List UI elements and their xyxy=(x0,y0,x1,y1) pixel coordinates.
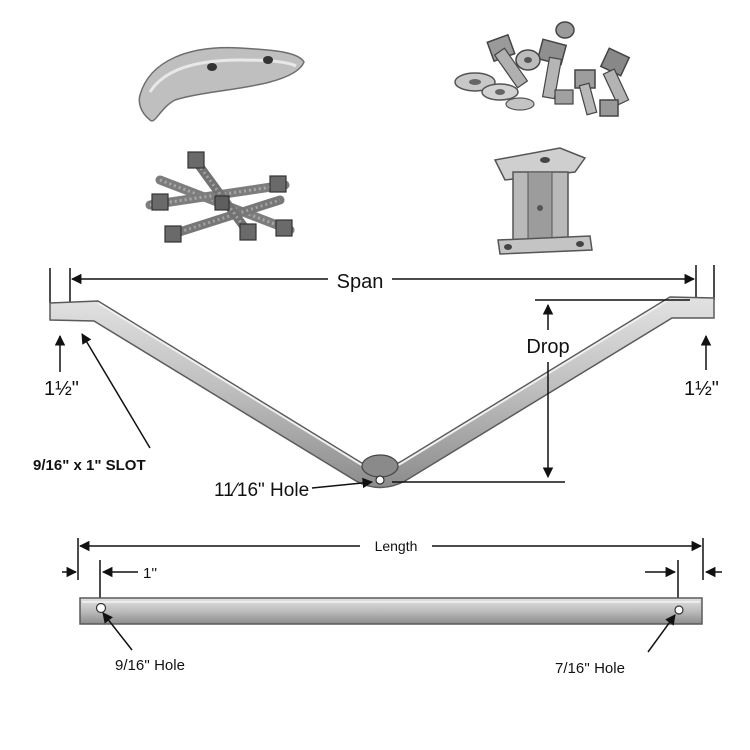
drop-label: Drop xyxy=(526,336,569,358)
v-brace-diagram: Span Drop 1½" 1½" 9/16" x 1" SLOT 11⁄16"… xyxy=(33,265,719,501)
flat-bar-hole-right xyxy=(674,605,684,615)
center-boss xyxy=(361,454,399,478)
center-hole xyxy=(375,475,385,485)
end-dimension-left: 1½" xyxy=(44,378,79,400)
right-hole-label: 7/16'' Hole xyxy=(555,660,625,677)
end-dimension-right: 1½" xyxy=(684,378,719,400)
nuts-bolts-washers-image xyxy=(454,21,631,117)
offset-label: 1'' xyxy=(143,565,157,582)
slot-label: 9/16" x 1" SLOT xyxy=(33,457,146,474)
center-hole-label: 11⁄16" Hole xyxy=(214,480,309,501)
flat-bar-diagram: Length 1'' 9/16'' Hole 7/16'' Hole xyxy=(62,538,722,677)
curved-clamp-bracket-image xyxy=(138,46,305,122)
flat-bar-hole-left xyxy=(95,602,107,614)
channel-post-bracket-image xyxy=(493,147,593,255)
length-label: Length xyxy=(375,538,418,554)
left-hole-label: 9/16'' Hole xyxy=(115,657,185,674)
threaded-rods-image xyxy=(145,151,295,243)
span-label: Span xyxy=(337,271,384,293)
